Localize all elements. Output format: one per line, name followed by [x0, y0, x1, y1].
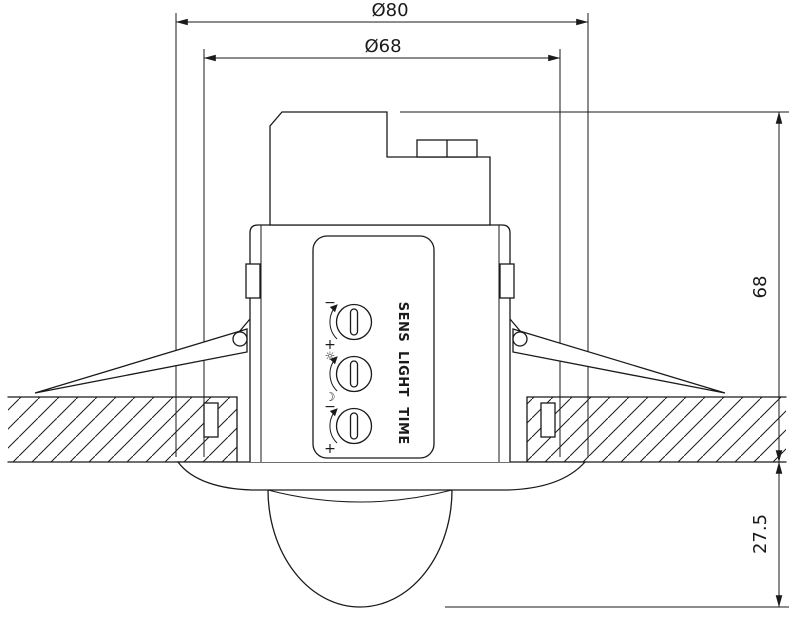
- spring-clip-wing: [512, 328, 726, 394]
- mounting-lug-left: [203, 402, 219, 438]
- housing-outline: [269, 111, 491, 226]
- dial-label: SENS: [395, 302, 410, 343]
- dimension-body-diameter: Ø68: [203, 36, 561, 457]
- rotation-arrow-icon: [329, 408, 338, 444]
- dimension-value: Ø80: [371, 0, 408, 21]
- dome-lens: [267, 489, 453, 608]
- sun-icon: ☼: [325, 349, 336, 363]
- spring-clip-bracket: [238, 318, 251, 333]
- screw-slot: [349, 308, 359, 336]
- spring-clip-pivot: [512, 331, 528, 347]
- latch-slot-left: [245, 263, 261, 299]
- ceiling-section-right: [526, 396, 787, 463]
- dial-time: − + TIME: [324, 399, 410, 457]
- rotation-arrow-icon: [329, 356, 338, 392]
- pir-dome: [267, 489, 453, 608]
- dimension-value: 68: [750, 276, 771, 299]
- dimension-protrusion: 27.5: [750, 461, 783, 608]
- dial-sens: − + SENS: [324, 295, 410, 353]
- panel-outline: [312, 235, 435, 459]
- dimension-recessed-height: 68: [750, 111, 783, 463]
- dimension-outer-diameter: Ø80: [175, 0, 589, 457]
- ceiling-hatch: [527, 397, 786, 462]
- flange-skirt: [176, 461, 587, 491]
- dial-label: LIGHT: [395, 351, 410, 397]
- minus-symbol: −: [324, 399, 336, 415]
- minus-symbol: −: [324, 295, 336, 311]
- plus-symbol: +: [324, 441, 336, 457]
- moon-icon: ☽: [325, 390, 336, 404]
- dial-light: ☼ ☽ LIGHT: [325, 349, 410, 404]
- screw-slot: [349, 412, 359, 440]
- dome-equator-line: [267, 489, 453, 503]
- dimension-value: Ø68: [364, 36, 401, 57]
- spring-clip-left: [34, 318, 251, 394]
- spring-clip-right: [509, 318, 726, 394]
- mounting-lug-right: [540, 402, 556, 438]
- screw-slot: [349, 360, 359, 388]
- ceiling-section-left: [7, 396, 238, 463]
- rotation-arrow-icon: [329, 304, 338, 340]
- plus-symbol: +: [324, 337, 336, 353]
- spring-clip-wing: [34, 328, 248, 394]
- adjustment-panel: − + SENS ☼ ☽ LIGHT − + TIME: [312, 235, 435, 459]
- terminal-housing: [269, 111, 491, 226]
- spring-clip-pivot: [232, 331, 248, 347]
- dimension-value: 27.5: [750, 514, 771, 554]
- dial-label: TIME: [395, 407, 410, 445]
- ceiling-hatch: [8, 397, 237, 462]
- spring-clip-bracket: [509, 318, 522, 333]
- latch-slot-right: [499, 263, 515, 299]
- trim-flange: [176, 461, 587, 491]
- reference-lines: [400, 111, 789, 608]
